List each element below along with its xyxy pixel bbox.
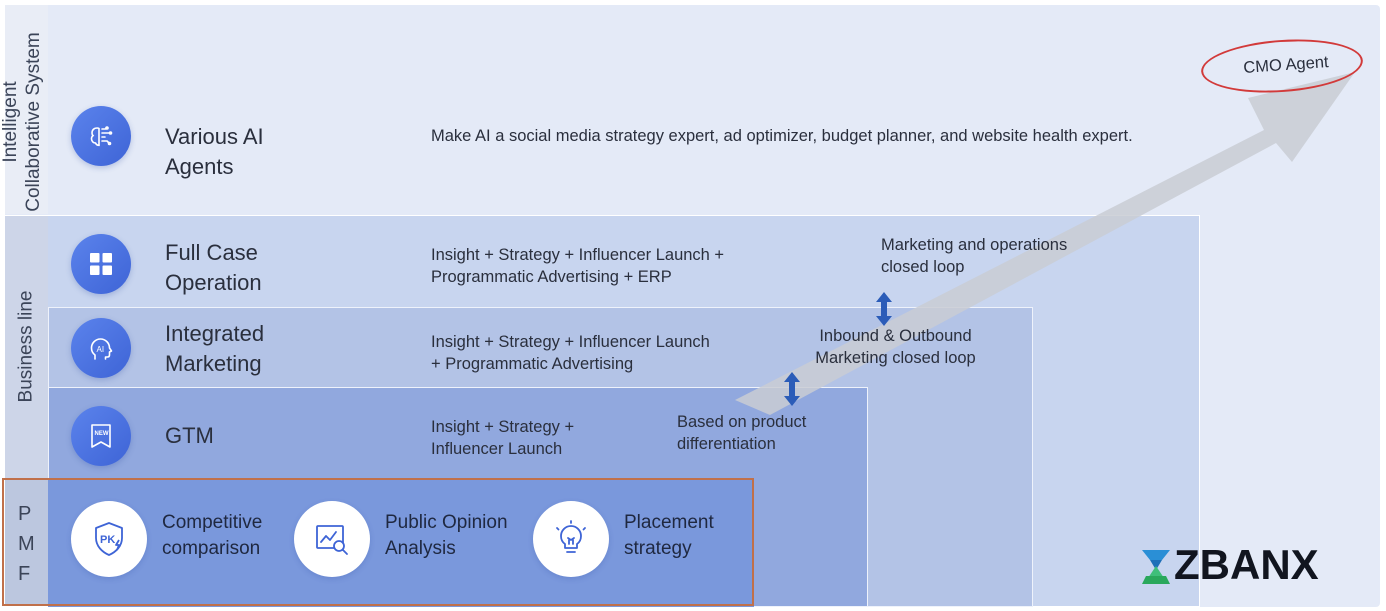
double-arrow-lower: [784, 372, 800, 406]
svg-text:AI: AI: [97, 345, 105, 354]
row-title-gtm: GTM: [165, 423, 214, 448]
zbanx-logo-icon: [1142, 550, 1170, 584]
svg-text:NEW: NEW: [95, 431, 109, 437]
pmf-letter-f: F: [18, 563, 31, 585]
sidebar-pmf: [5, 480, 48, 606]
lightbulb-icon: [533, 501, 609, 577]
intelligent-system-label: Intelligent Collaborative System: [0, 32, 44, 212]
pmf-highlight-frame: [2, 478, 754, 606]
ai-head-icon: AI: [71, 318, 131, 378]
row-desc-integrated: Insight + Strategy + Influencer Launch+ …: [431, 333, 710, 373]
row-desc-gtm: Insight + Strategy +Influencer Launch: [431, 418, 575, 458]
new-badge-icon: NEW: [71, 406, 131, 466]
row-desc-ai-agents: Make AI a social media strategy expert, …: [431, 127, 1133, 145]
pk-icon: PK: [71, 501, 147, 577]
zbanx-logo: ZBANX: [1140, 542, 1350, 588]
brain-circuit-icon: [71, 106, 131, 166]
pmf-layer: [48, 478, 754, 607]
double-arrow-upper: [876, 292, 892, 326]
svg-text:PK: PK: [100, 534, 115, 546]
sidebar-business: [5, 216, 48, 478]
pmf-letter-m: M: [18, 533, 35, 555]
zbanx-logo-text: ZBANX: [1174, 541, 1319, 588]
business-line-label: Business line: [15, 290, 37, 403]
grid-icon: [71, 234, 131, 294]
row-desc-full-case: Insight + Strategy + Influencer Launch +…: [431, 246, 725, 286]
chart-search-icon: [294, 501, 370, 577]
sidebar-intelligent: [5, 5, 48, 214]
pmf-letter-p: P: [18, 503, 32, 525]
